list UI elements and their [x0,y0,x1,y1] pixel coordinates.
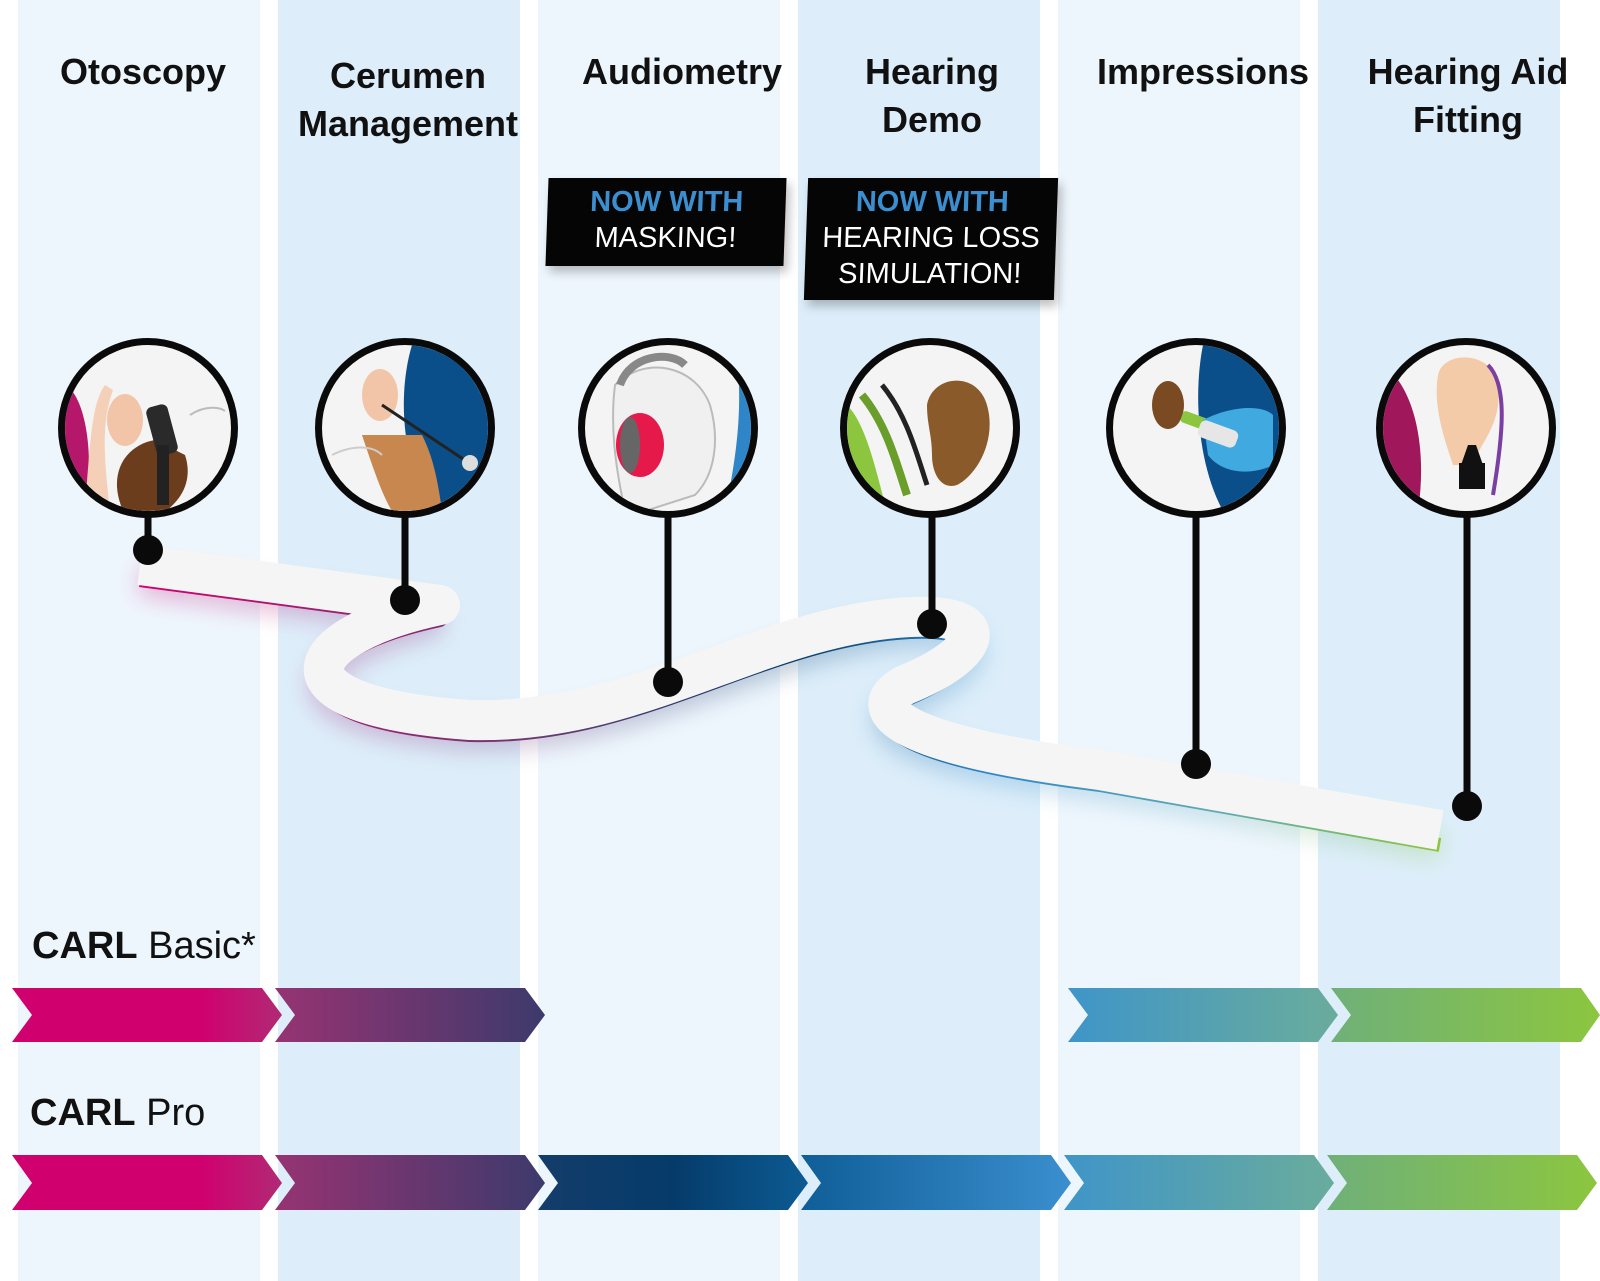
otoscope-icon [58,338,238,518]
basic-brand: CARL [32,925,138,967]
headphones-icon [578,338,758,518]
badge-hearing-loss-highlight: NOW WITH [855,186,1010,218]
basic-arrow-impressions [1068,988,1338,1042]
badge-hearing-loss-text: HEARING LOSS SIMULATION! [821,222,1041,290]
pro-arrow-cerumen [275,1155,545,1210]
basic-arrow-cerumen [275,988,545,1042]
pro-tier: Pro [146,1092,206,1134]
column-hearing-aid [1318,0,1560,1281]
label-hearing-demo: Hearing Demo [864,51,1000,140]
carl-basic-arrows [12,988,1600,1042]
column-otoscopy [18,0,260,1281]
ear-sound-icon [840,338,1020,518]
badge-masking: NOW WITH MASKING! [545,178,787,266]
pro-arrow-hearing-demo [801,1155,1071,1210]
badge-masking-highlight: NOW WITH [589,186,744,218]
road-surface [137,545,1444,850]
column-impressions [1058,0,1300,1281]
pro-arrow-hearing-aid [1327,1155,1597,1210]
label-otoscopy: Otoscopy [59,51,227,92]
label-hearing-aid-fitting: Hearing Aid Fitting [1367,51,1569,140]
carl-pro-arrows [12,1155,1597,1210]
basic-arrow-hearing-aid [1331,988,1600,1042]
badge-masking-text: MASKING! [593,222,737,254]
basic-arrow-otoscopy [12,988,282,1042]
basic-tier: Basic* [148,925,256,967]
stems [133,512,1482,821]
badge-hearing-loss: NOW WITH HEARING LOSS SIMULATION! [803,178,1059,300]
impression-syringe-icon [1106,338,1286,518]
product-label-basic: CARL Basic* [32,925,256,968]
label-audiometry: Audiometry [581,51,783,92]
hearing-aid-icon [1376,338,1556,518]
pro-arrow-audiometry [538,1155,808,1210]
product-label-pro: CARL Pro [30,1092,205,1135]
label-impressions: Impressions [1096,51,1310,92]
pro-arrow-impressions [1064,1155,1334,1210]
curette-icon [315,338,495,518]
pro-brand: CARL [30,1092,136,1134]
pro-arrow-otoscopy [12,1155,282,1210]
label-cerumen-management: Cerumen Management [297,55,519,144]
